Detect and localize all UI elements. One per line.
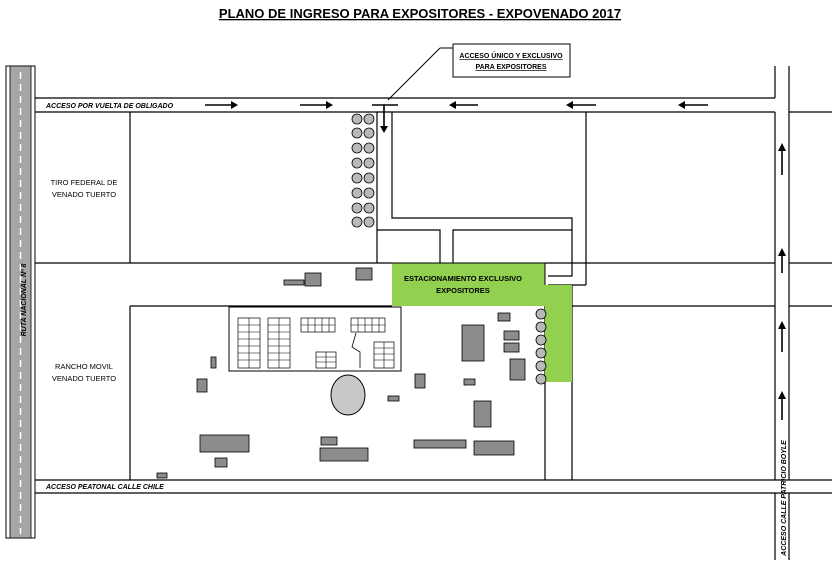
- tree-icon: [351, 216, 363, 228]
- arrow-down-icon: [380, 105, 388, 133]
- top-access-label: ACCESO POR VUELTA DE OBLIGADO: [45, 103, 174, 110]
- arrow-right-icon: [300, 101, 333, 109]
- arrow-right-icon: [205, 101, 238, 109]
- road-network: [35, 66, 832, 560]
- tree-icon: [535, 334, 547, 346]
- tiro-federal-label-1: TIRO FEDERAL DE: [51, 178, 118, 187]
- stand-grid: [350, 317, 386, 333]
- callout-line-1: ACCESO ÚNICO Y EXCLUSIVO: [459, 51, 563, 60]
- building-icon: [355, 267, 373, 281]
- arrow-left-icon: [449, 101, 478, 109]
- stand-grid: [267, 317, 291, 369]
- building-icon: [210, 356, 217, 369]
- tree-icon: [351, 142, 363, 154]
- building-icon: [461, 324, 485, 362]
- exclusive-access-callout: [387, 43, 571, 101]
- tree-icon: [351, 187, 363, 199]
- tree-icon: [363, 172, 375, 184]
- rancho-label-1: RANCHO MOVIL: [55, 362, 113, 371]
- tree-icon: [363, 187, 375, 199]
- bottom-access-label: ACCESO PEATONAL CALLE CHILE: [45, 484, 164, 491]
- building-icon: [503, 330, 520, 341]
- tree-icon: [351, 157, 363, 169]
- tree-icon: [351, 172, 363, 184]
- building-icon: [473, 400, 492, 428]
- tree-icon: [535, 308, 547, 320]
- stand-grid: [300, 317, 336, 333]
- building-icon: [199, 434, 250, 453]
- building-icon: [387, 395, 400, 402]
- tree-icon: [363, 113, 375, 125]
- stand-grid: [237, 317, 261, 369]
- building-icon: [414, 373, 426, 389]
- building-icon: [473, 440, 515, 456]
- building-icon: [503, 342, 520, 353]
- building-icon: [509, 358, 526, 381]
- exhibitor-parking-zone: [392, 262, 572, 382]
- tree-icon: [535, 347, 547, 359]
- rancho-label-2: VENADO TUERTO: [52, 374, 116, 383]
- tiro-federal-label-2: VENADO TUERTO: [52, 190, 116, 199]
- tree-icon: [535, 373, 547, 385]
- callout-line-2: PARA EXPOSITORES: [475, 64, 546, 71]
- tree-icon: [351, 202, 363, 214]
- arrow-up-icon: [778, 143, 786, 175]
- arena-oval: [330, 374, 366, 416]
- tree-icon: [363, 142, 375, 154]
- arrow-left-icon: [678, 101, 708, 109]
- parking-label-2: EXPOSITORES: [436, 286, 490, 295]
- building-icon: [413, 439, 467, 449]
- tree-icon: [535, 360, 547, 372]
- parking-label-1: ESTACIONAMIENTO EXCLUSIVO: [404, 274, 522, 283]
- ruta-label: RUTA NACIONAL Nº 8: [21, 263, 28, 336]
- buildings: [156, 267, 526, 479]
- arrow-up-icon: [778, 248, 786, 273]
- tree-icon: [535, 321, 547, 333]
- tree-icon: [363, 157, 375, 169]
- building-icon: [497, 312, 511, 322]
- building-icon: [320, 436, 338, 446]
- arrow-left-icon: [566, 101, 596, 109]
- building-icon: [304, 272, 322, 287]
- building-icon: [156, 472, 168, 479]
- tree-icon: [363, 202, 375, 214]
- building-icon: [214, 457, 228, 468]
- tree-icon: [351, 127, 363, 139]
- arrow-up-icon: [778, 391, 786, 420]
- stand-pavilion: [228, 306, 402, 372]
- arrow-up-icon: [778, 321, 786, 352]
- tree-icon: [363, 127, 375, 139]
- building-icon: [463, 378, 476, 386]
- tree-row-top: [351, 113, 375, 228]
- map-title: PLANO DE INGRESO PARA EXPOSITORES - EXPO…: [219, 6, 621, 21]
- traffic-arrows: [205, 101, 786, 420]
- building-icon: [283, 279, 305, 286]
- tree-icon: [351, 113, 363, 125]
- building-icon: [319, 447, 369, 462]
- tree-row-parking: [535, 308, 547, 385]
- right-access-label: ACCESO CALLE PATRICIO BOYLE: [781, 440, 788, 557]
- stand-grid: [315, 351, 337, 369]
- tree-icon: [363, 216, 375, 228]
- stand-grid: [373, 341, 395, 369]
- ruta-nacional-8: [5, 65, 36, 539]
- building-icon: [196, 378, 208, 393]
